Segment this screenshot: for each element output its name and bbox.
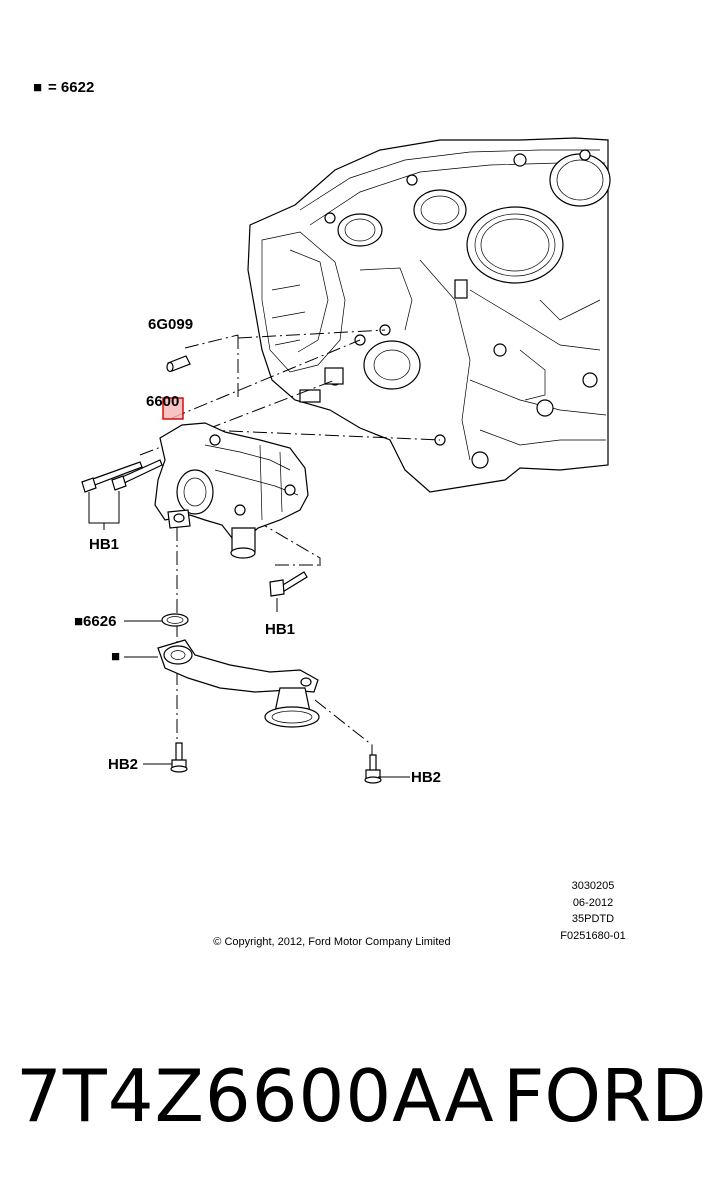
label-hb1-top: HB1 xyxy=(89,536,119,553)
bolt-hb2-left xyxy=(170,742,188,773)
oil-pickup-tube xyxy=(157,639,320,728)
brand-name: FORD xyxy=(503,1054,707,1138)
part-number: 7T4Z6600AA xyxy=(16,1054,495,1138)
gasket xyxy=(161,613,189,627)
dowel-pin xyxy=(166,355,191,373)
meta-line-3: 35PDTD xyxy=(572,913,614,925)
label-hb1-single: HB1 xyxy=(265,621,295,638)
pump-highlight xyxy=(162,397,184,420)
legend-symbol: ■ xyxy=(33,79,42,96)
hb1-bracket xyxy=(88,491,120,524)
meta-line-4: F0251680-01 xyxy=(560,930,625,942)
label-gasket: ■6626 xyxy=(74,613,116,630)
meta-line-2: 06-2012 xyxy=(573,897,613,909)
label-oil-pump: 6600 xyxy=(146,393,179,410)
label-hb2-left: HB2 xyxy=(108,756,138,773)
label-tube-marker: ■ xyxy=(111,648,120,665)
label-hb2-right: HB2 xyxy=(411,769,441,786)
exploded-parts-diagram: ■ = 6622 xyxy=(33,79,626,948)
bolt-hb1-pair xyxy=(81,459,163,493)
label-dowel-pin: 6G099 xyxy=(148,316,193,333)
bolt-hb1-single xyxy=(269,571,308,597)
legend-text: = 6622 xyxy=(48,79,94,96)
oil-pump xyxy=(154,422,309,559)
bolt-hb2-right xyxy=(364,754,382,784)
meta-line-1: 3030205 xyxy=(572,880,615,892)
copyright-notice: © Copyright, 2012, Ford Motor Company Li… xyxy=(213,936,450,948)
alignment-lines xyxy=(139,329,441,755)
engine-block xyxy=(247,137,611,493)
